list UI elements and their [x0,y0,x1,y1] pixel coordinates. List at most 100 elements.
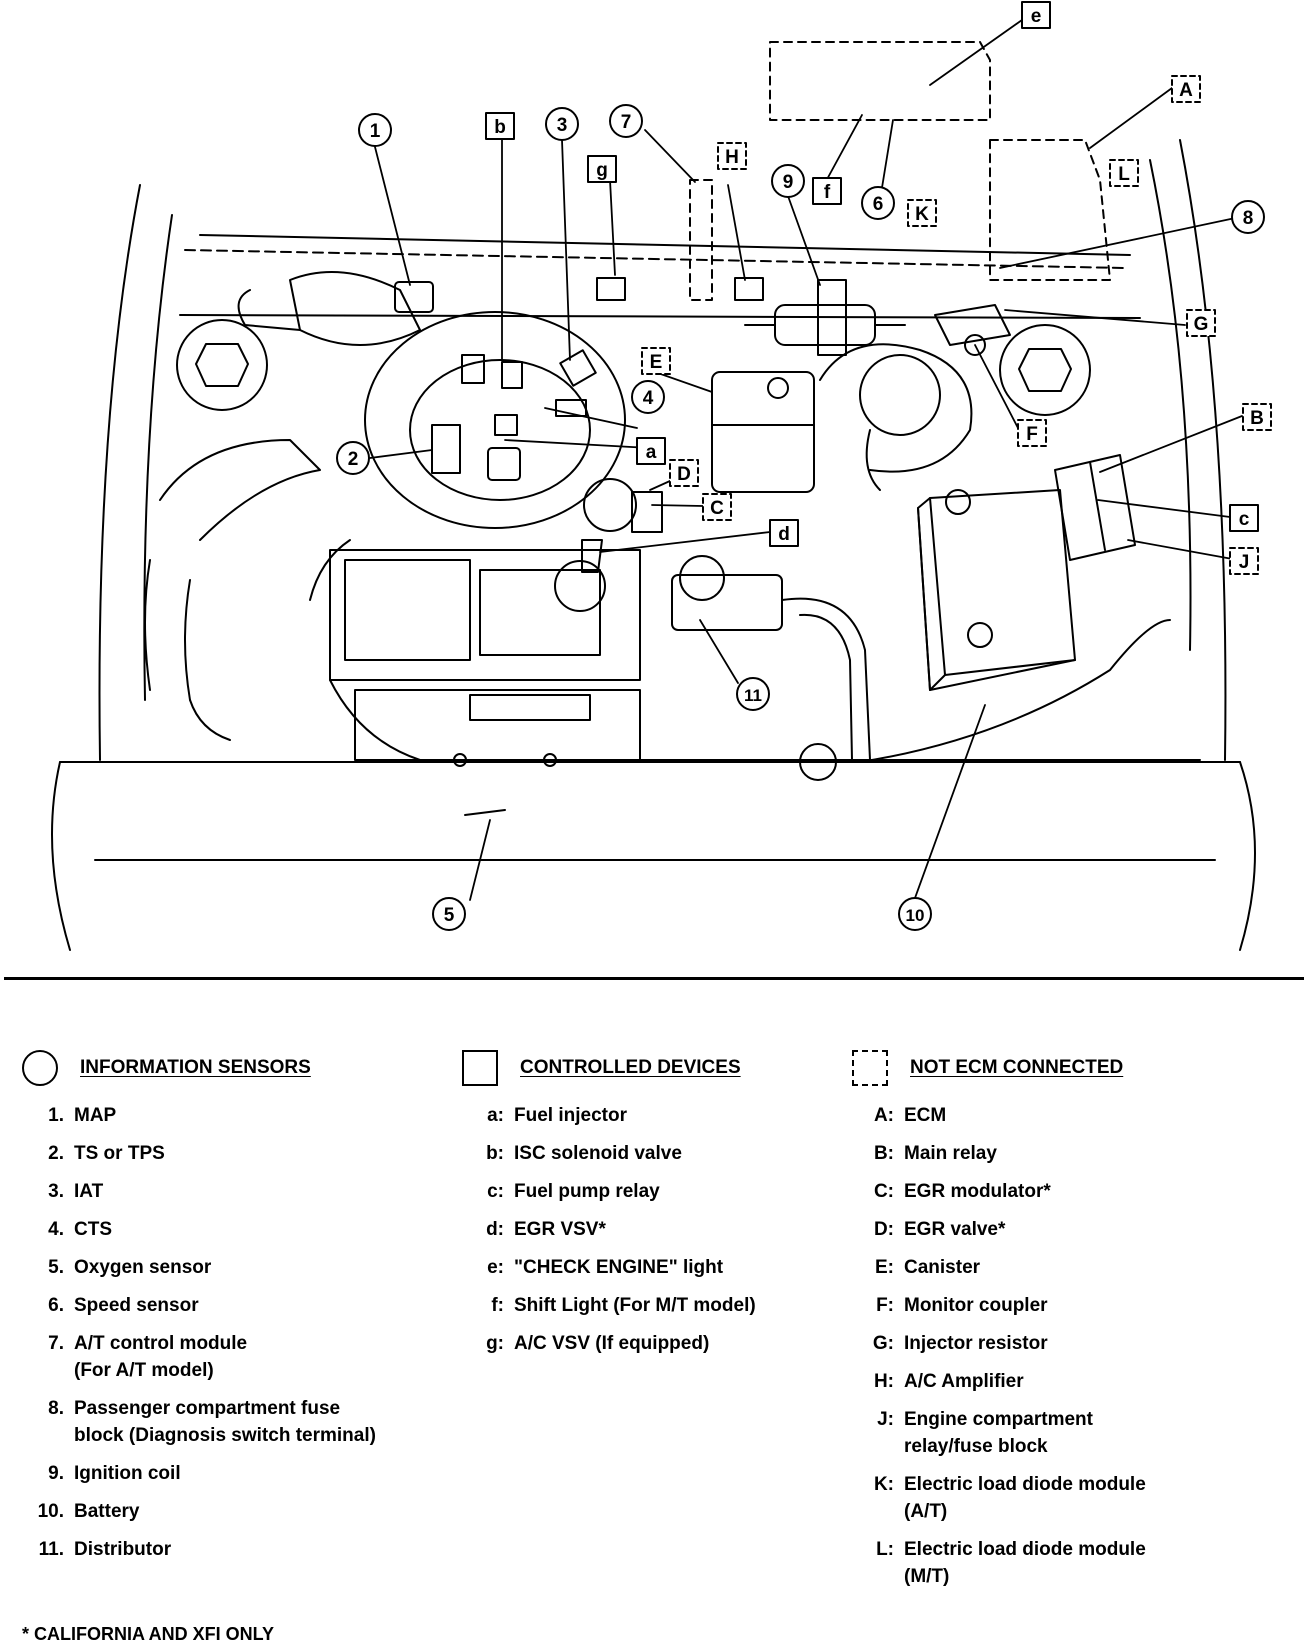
legend-item: e:"CHECK ENGINE" light [487,1257,724,1278]
footnote: * CALIFORNIA AND XFI ONLY [22,1624,275,1644]
callout-d: d [769,519,799,547]
legend-header: INFORMATION SENSORS [22,1048,442,1088]
ac-amplifier-box [734,277,764,301]
strut-tower-left [176,319,268,411]
svg-text:K: K [915,204,929,225]
legend-item: J:Engine compartment relay/fuse block [877,1409,1093,1457]
callout-7: 7 [609,104,643,138]
legend-item: 10.Battery [37,1501,140,1522]
callout-b: b [485,112,515,140]
legend-item: 8.Passenger compartment fuse block (Diag… [48,1398,376,1446]
legend-item: A:ECM [873,1105,947,1126]
svg-text:J: J [1239,552,1250,573]
svg-text:a: a [646,442,657,463]
legend-title: NOT ECM CONNECTED [910,1057,1124,1078]
svg-text:F: F [1026,424,1038,445]
legend-item: K:Electric load diode module (A/T) [873,1474,1146,1522]
callout-f: f [812,177,842,205]
callout-F: F [1017,419,1047,447]
svg-text:L: L [1118,164,1130,185]
svg-text:C: C [710,498,724,519]
legend-item: L:Electric load diode module (M/T) [876,1539,1146,1587]
callout-e: e [1021,1,1051,29]
svg-text:6: 6 [873,194,884,215]
callout-L: L [1109,159,1139,187]
distributor-shape [671,555,871,761]
engine-block [309,539,641,767]
callout-E: E [641,347,671,375]
svg-text:11: 11 [744,686,762,705]
callout-c: c [1229,504,1259,532]
legend-item: b:ISC solenoid valve [486,1143,682,1164]
callout-B: B [1242,403,1272,431]
radiator-area [639,619,1201,781]
callout-C: C [702,493,732,521]
circle-symbol-icon [22,1050,58,1086]
ignition-coil-shape [744,279,906,356]
svg-text:f: f [824,182,831,203]
battery-shape [917,489,1076,691]
callout-3: 3 [545,107,579,141]
legend-item: 4.CTS [48,1219,112,1240]
legend-item: G:Injector resistor [872,1333,1048,1354]
legend-item: 3.IAT [48,1181,104,1202]
callout-8: 8 [1231,200,1265,234]
legend-item: 11.Distributor [38,1539,172,1560]
legend-title: INFORMATION SENSORS [80,1057,311,1078]
dashed-square-symbol-icon [852,1050,888,1086]
legend-item: 5.Oxygen sensor [48,1257,212,1278]
separator-line [4,977,1304,980]
svg-text:E: E [650,352,663,373]
ac-vsv-box [596,277,626,301]
legend-item: 1.MAP [48,1105,117,1126]
legend-item: 6.Speed sensor [48,1295,199,1316]
canister [711,371,815,493]
callout-a: a [636,437,666,465]
legend-item: d:EGR VSV* [486,1219,606,1240]
svg-text:G: G [1194,314,1209,335]
callout-10: 10 [898,897,932,931]
svg-text:g: g [596,160,608,181]
legend-not-ecm-connected: NOT ECM CONNECTED A:ECM B:Main relay C:E… [852,1048,1292,1601]
relay-fuse-block [1054,454,1136,561]
legend-item: g:A/C VSV (If equipped) [486,1333,710,1354]
air-cleaner [144,271,626,741]
legend-item: E:Canister [875,1257,981,1278]
legend-item: f:Shift Light (For M/T model) [491,1295,756,1316]
legend-item: D:EGR valve* [873,1219,1006,1240]
legend-list: 1.MAP 2.TS or TPS 3.IAT 4.CTS 5.Oxygen s… [22,1102,442,1563]
legend-header: CONTROLLED DEVICES [462,1048,862,1088]
legend-item: H:A/C Amplifier [873,1371,1024,1392]
legend-list: A:ECM B:Main relay C:EGR modulator* D:EG… [852,1102,1292,1590]
legend-item: 2.TS or TPS [48,1143,165,1164]
legend-item: 7.A/T control module (For A/T model) [48,1333,248,1381]
svg-text:10: 10 [906,906,925,925]
legend-list: a:Fuel injector b:ISC solenoid valve c:F… [462,1102,862,1357]
strut-tower-right [999,324,1091,416]
leader-lines [369,19,1243,901]
svg-text:7: 7 [621,112,632,133]
callout-9: 9 [771,164,805,198]
svg-text:9: 9 [783,172,794,193]
svg-text:2: 2 [348,449,359,470]
svg-text:B: B [1250,408,1264,429]
svg-text:d: d [778,524,790,545]
callout-g: g [587,155,617,183]
legend-item: B:Main relay [873,1143,997,1164]
svg-text:8: 8 [1243,208,1254,229]
engine-bay-outline [51,139,1256,951]
svg-text:b: b [494,117,506,138]
svg-text:e: e [1031,6,1042,27]
svg-text:A: A [1179,80,1193,101]
svg-text:5: 5 [444,905,455,926]
legend-item: C:EGR modulator* [873,1181,1051,1202]
square-symbol-icon [462,1050,498,1086]
svg-text:H: H [725,147,739,168]
callout-D: D [669,459,699,487]
callout-A: A [1171,75,1201,103]
callout-J: J [1229,547,1259,575]
callout-G: G [1186,309,1216,337]
legend-item: a:Fuel injector [487,1105,627,1126]
callout-2: 2 [336,441,370,475]
callout-4: 4 [631,380,665,414]
